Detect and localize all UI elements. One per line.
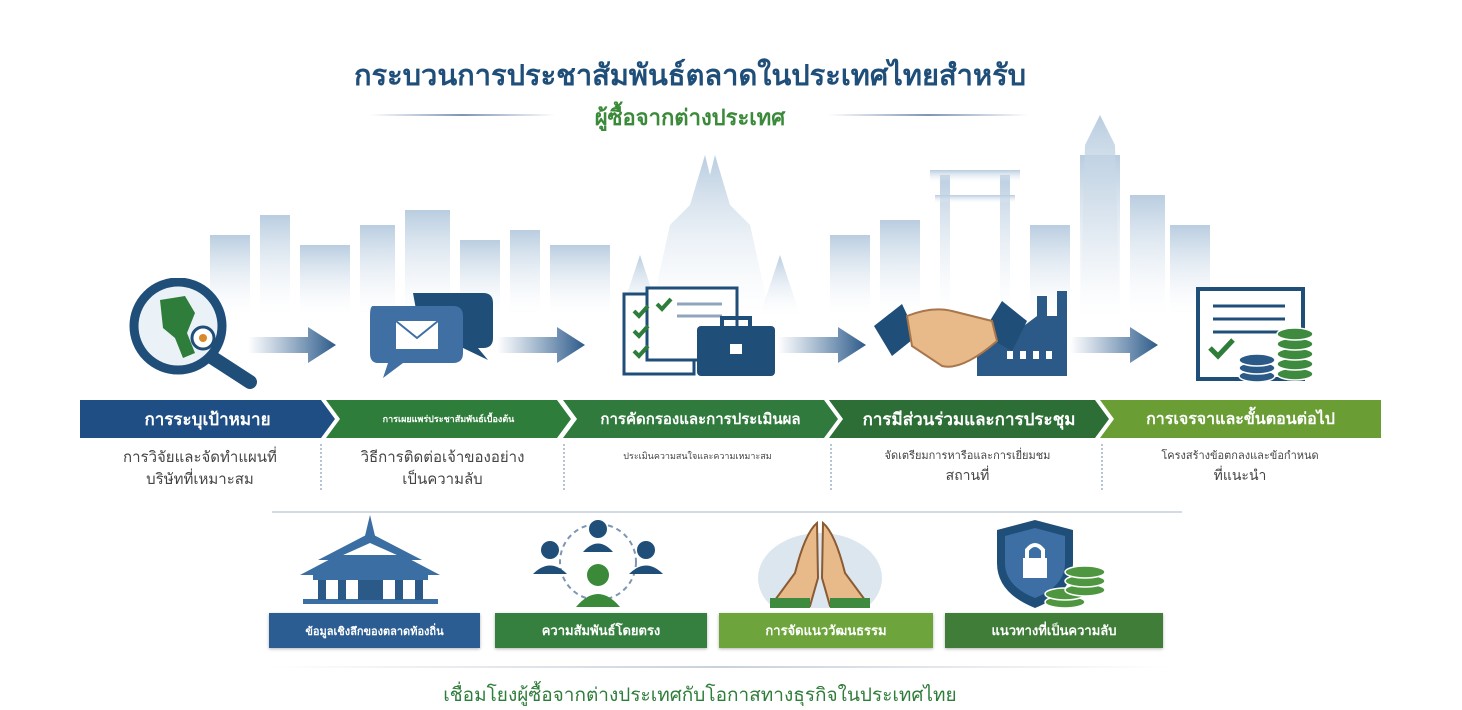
arrow-right-icon	[497, 327, 585, 363]
chat-envelope-icon	[370, 293, 493, 378]
thai-temple-icon	[300, 515, 440, 604]
step-3-label: การคัดกรองและการประเมินผล	[563, 400, 838, 438]
step-2-label: การเผยแพร่ประชาสัมพันธ์เบื้องต้น	[326, 400, 571, 438]
step-1-label: การระบุเป้าหมาย	[80, 400, 335, 438]
subtitle-rule-left	[370, 114, 555, 116]
step-3-description: ประเมินความสนใจและความเหมาะสม	[623, 452, 772, 462]
checklist-briefcase-icon	[622, 286, 775, 376]
network-people-icon	[533, 520, 663, 607]
handshake-factory-icon	[874, 291, 1067, 376]
divider	[1101, 444, 1103, 490]
page-subtitle: ผู้ซื้อจากต่างประเทศ	[594, 106, 786, 131]
step-4-description: จัดเตรียมการหารือและการเยี่ยมชมสถานที่	[884, 449, 1051, 484]
bangkok-skyline-background	[210, 115, 1210, 315]
step-4-label: การมีส่วนร่วมและการประชุม	[829, 400, 1109, 438]
step-2-description: วิธีการติดต่อเจ้าของอย่างเป็นความลับ	[360, 448, 525, 488]
document-coins-icon	[1196, 287, 1314, 383]
wai-hands-icon	[758, 520, 882, 608]
step-1-description: การวิจัยและจัดทำแผนที่บริษัทที่เหมาะสม	[123, 448, 277, 488]
magnifier-map-icon	[129, 278, 257, 389]
divider	[563, 444, 565, 490]
footer-divider	[270, 666, 1170, 668]
divider	[830, 444, 832, 490]
arrow-right-icon	[778, 327, 866, 363]
arrow-right-icon	[1070, 327, 1158, 363]
feature-confidential-approach: แนวทางที่เป็นความลับ	[945, 613, 1163, 648]
divider	[320, 444, 322, 490]
step-5-label: การเจรจาและขั้นตอนต่อไป	[1100, 400, 1381, 438]
page-title: กระบวนการประชาสัมพันธ์ตลาดในประเทศไทยสำห…	[353, 58, 1027, 92]
subtitle-rule-right	[828, 114, 1028, 116]
shield-lock-icon	[997, 520, 1106, 609]
arrow-right-icon	[248, 327, 336, 363]
feature-local-market-insight: ข้อมูลเชิงลึกของตลาดท้องถิ่น	[269, 613, 480, 648]
feature-direct-relationships: ความสัมพันธ์โดยตรง	[495, 613, 707, 648]
section-divider	[272, 511, 1182, 513]
feature-cultural-alignment: การจัดแนววัฒนธรรม	[719, 613, 933, 648]
step-5-description: โครงสร้างข้อตกลงและข้อกำหนดที่แนะนำ	[1161, 449, 1319, 484]
footer-tagline: เชื่อมโยงผู้ซื้อจากต่างประเทศกับโอกาสทาง…	[443, 684, 957, 706]
